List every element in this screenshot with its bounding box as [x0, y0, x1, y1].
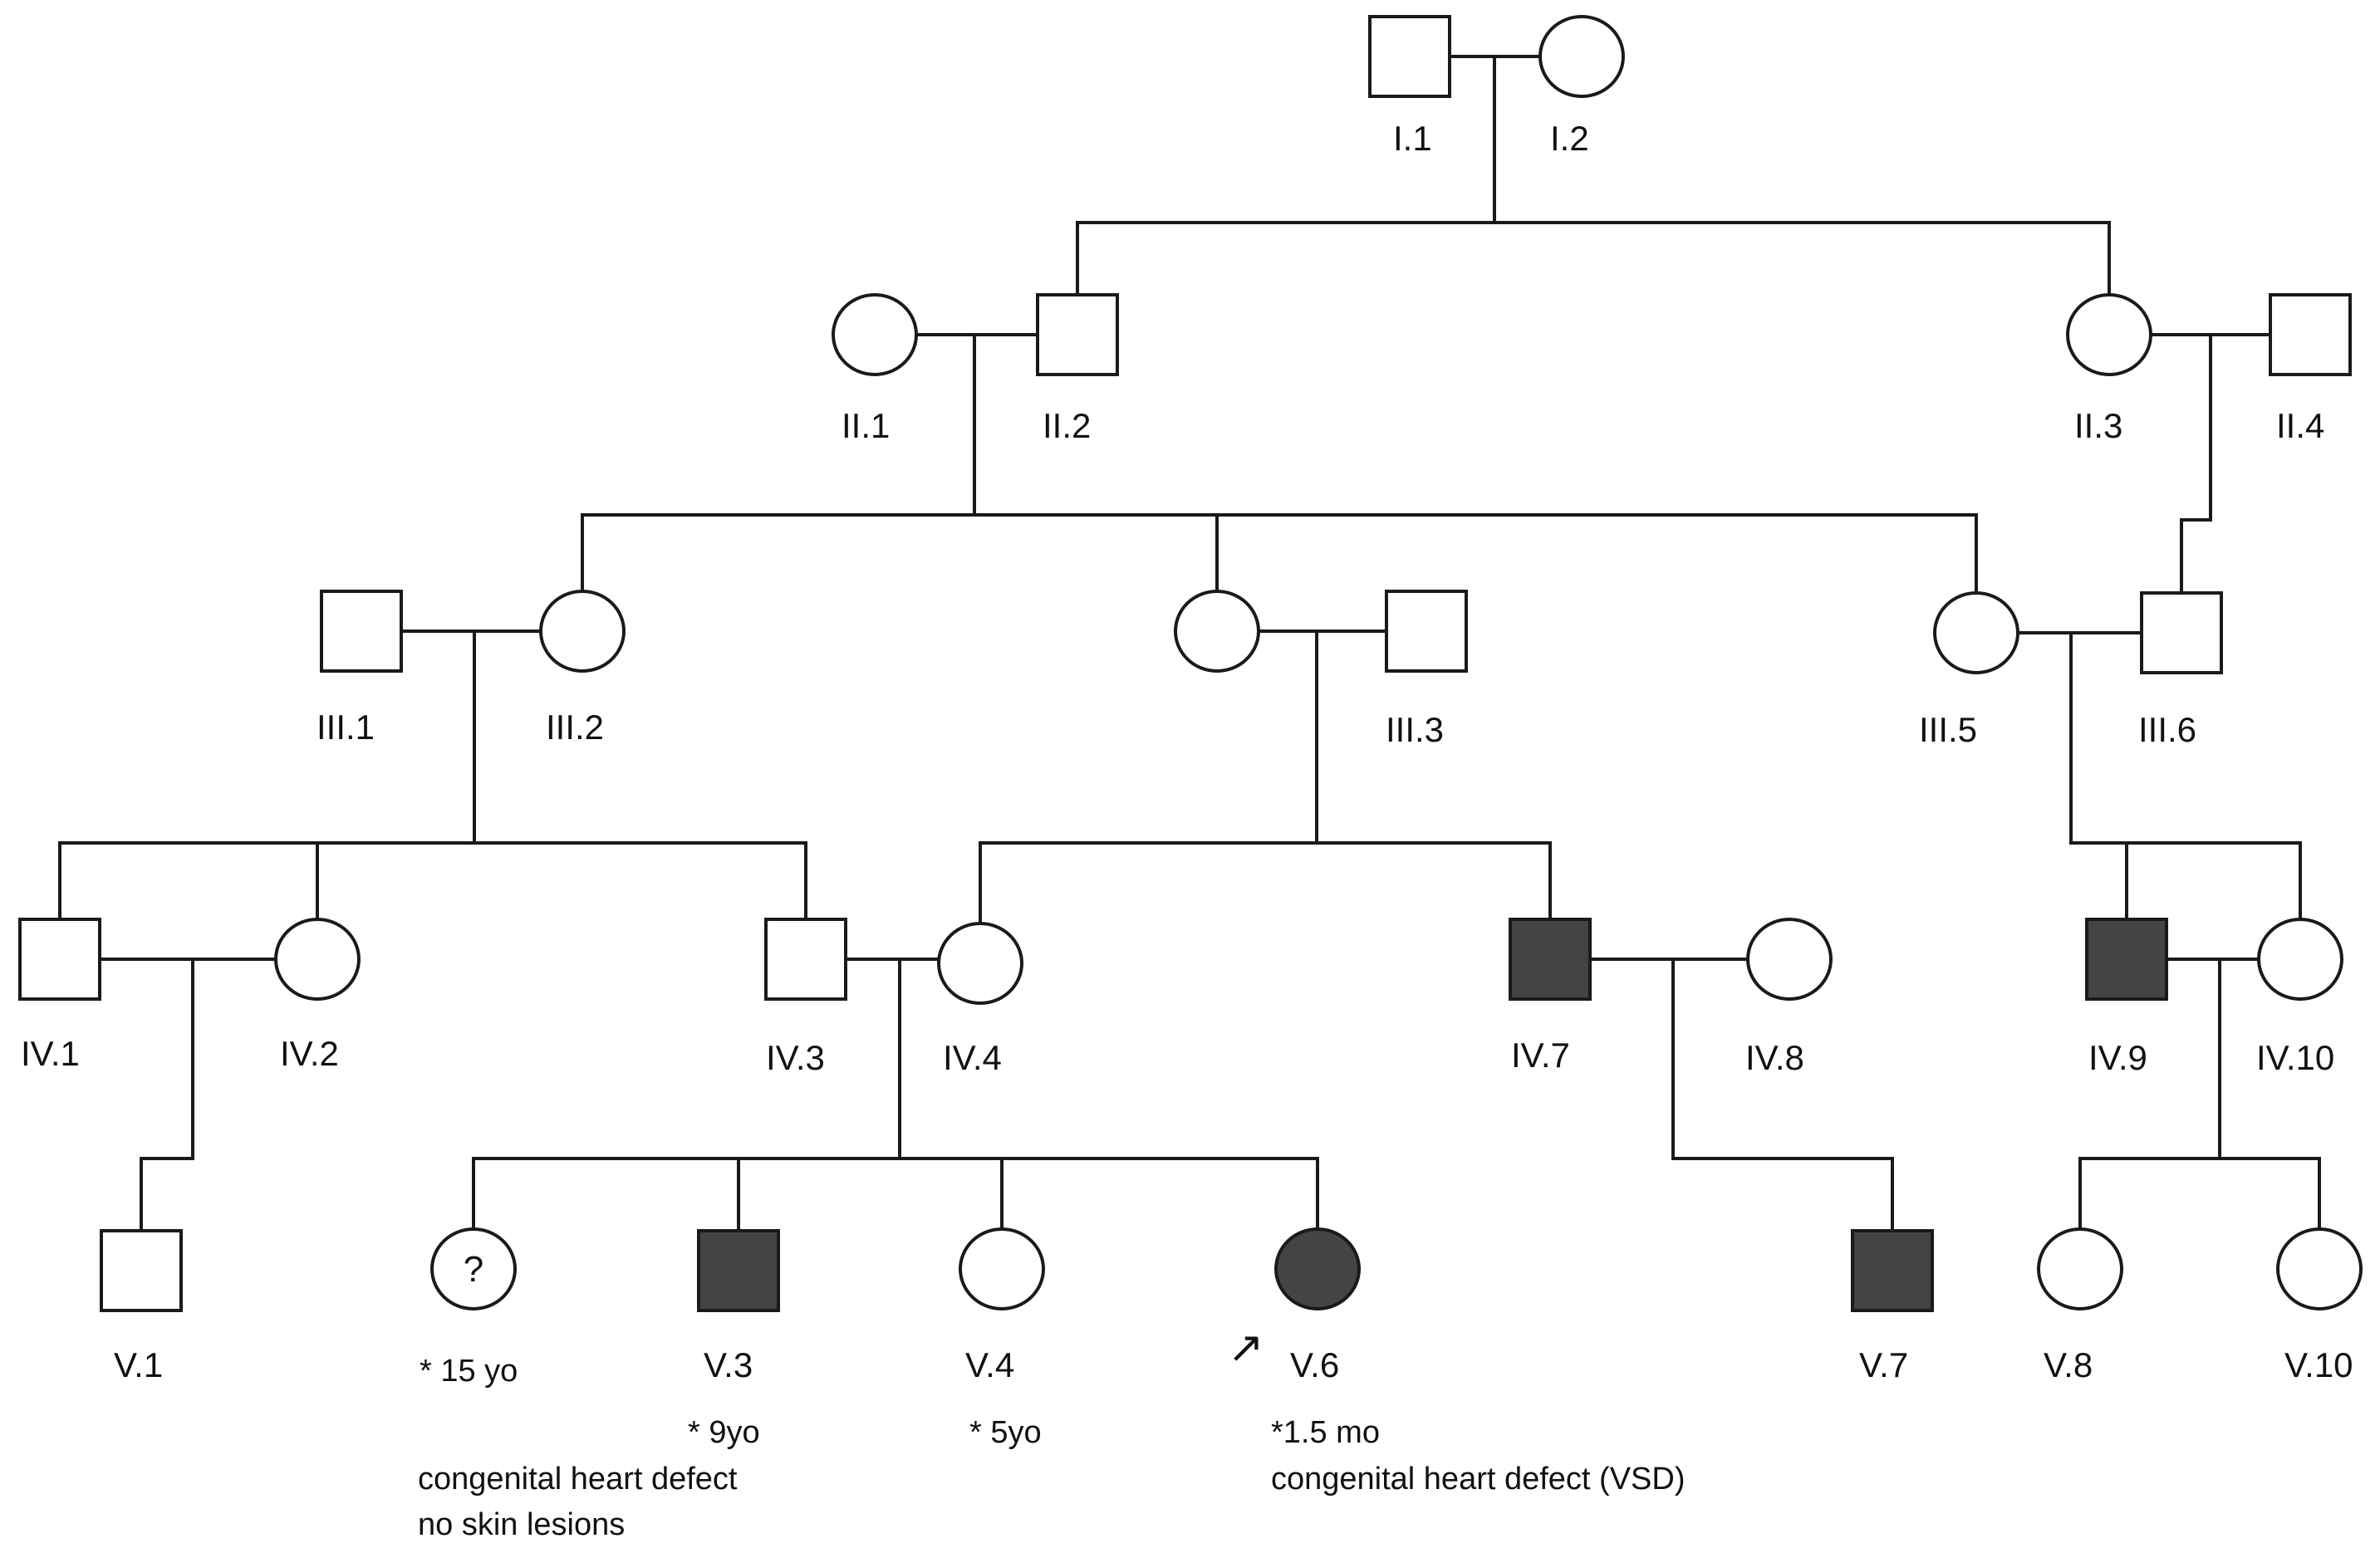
label-IV4: IV.4	[943, 1038, 1002, 1077]
individual-V6[interactable]	[1274, 1227, 1361, 1310]
female-circle-icon	[2037, 1227, 2123, 1310]
label-III5: III.5	[1919, 710, 1977, 749]
label-V4: V.4	[965, 1345, 1014, 1384]
individual-IV7[interactable]	[1509, 918, 1592, 1001]
label-III6: III.6	[2138, 710, 2196, 749]
individual-IV8[interactable]	[1746, 918, 1833, 1001]
individual-I1[interactable]	[1368, 15, 1451, 98]
annotation-V6-note: congenital heart defect (VSD)	[1271, 1462, 1686, 1497]
label-III1: III.1	[317, 708, 375, 747]
female-circle-icon	[2066, 293, 2152, 376]
individual-III5[interactable]	[1933, 591, 2019, 674]
individual-III1[interactable]	[320, 590, 403, 673]
female-circle-icon	[539, 590, 626, 673]
individual-IV9[interactable]	[2085, 918, 2168, 1001]
label-II2: II.2	[1043, 406, 1091, 445]
individual-III6[interactable]	[2140, 591, 2223, 674]
male-square-icon	[697, 1229, 780, 1312]
male-square-icon	[1851, 1229, 1934, 1312]
label-I1: I.1	[1393, 119, 1432, 158]
label-IV7: IV.7	[1511, 1036, 1570, 1075]
individual-V4[interactable]	[959, 1227, 1045, 1310]
individual-II4[interactable]	[2269, 293, 2352, 376]
individual-V2[interactable]: ?	[430, 1227, 517, 1310]
label-V10: V.10	[2284, 1345, 2353, 1384]
male-square-icon	[1385, 590, 1468, 673]
female-circle-icon	[1746, 918, 1833, 1001]
label-IV1: IV.1	[21, 1034, 80, 1073]
female-circle-icon	[1174, 590, 1260, 673]
label-IV10: IV.10	[2256, 1038, 2334, 1077]
annotation-V6-age: *1.5 mo	[1271, 1415, 1380, 1450]
individual-V10[interactable]	[2276, 1227, 2363, 1310]
label-IV2: IV.2	[280, 1034, 339, 1073]
female-circle-icon	[937, 922, 1023, 1005]
individual-IV4[interactable]	[937, 922, 1023, 1005]
male-square-icon	[2140, 591, 2223, 674]
label-V3: V.3	[704, 1345, 753, 1384]
individual-labels: I.1 I.2 II.1 II.2 II.3 II.4 III.1 III.2 …	[21, 119, 2353, 1384]
proband-arrow-icon: ↗	[1228, 1324, 1264, 1372]
female-circle-icon	[430, 1227, 517, 1310]
female-circle-icon	[1274, 1227, 1361, 1310]
male-square-icon	[2085, 918, 2168, 1001]
annotation-V3-note2: no skin lesions	[418, 1507, 625, 1542]
female-circle-icon	[832, 293, 918, 376]
individual-V3[interactable]	[697, 1229, 780, 1312]
label-I2: I.2	[1550, 119, 1589, 158]
label-IV8: IV.8	[1745, 1038, 1804, 1077]
label-V7: V.7	[1859, 1345, 1908, 1384]
individual-II1[interactable]	[832, 293, 918, 376]
female-circle-icon	[2257, 918, 2343, 1001]
label-II3: II.3	[2074, 406, 2122, 445]
male-square-icon	[18, 918, 101, 1001]
female-circle-icon	[2276, 1227, 2363, 1310]
individual-I2[interactable]	[1538, 15, 1625, 98]
label-IV9: IV.9	[2088, 1038, 2147, 1077]
label-IV3: IV.3	[766, 1038, 825, 1077]
unknown-status-mark: ?	[464, 1249, 483, 1290]
pedigree-lines	[58, 55, 2321, 1233]
label-III3: III.3	[1386, 710, 1444, 749]
pedigree-individuals: ?	[18, 15, 2363, 1312]
male-square-icon	[1368, 15, 1451, 98]
male-square-icon	[100, 1229, 183, 1312]
label-V1: V.1	[114, 1345, 163, 1384]
individual-IV10[interactable]	[2257, 918, 2343, 1001]
individual-III3[interactable]	[1385, 590, 1468, 673]
male-square-icon	[1509, 918, 1592, 1001]
individual-II3[interactable]	[2066, 293, 2152, 376]
individual-III-unlabeled[interactable]	[1174, 590, 1260, 673]
individual-IV3[interactable]	[764, 918, 847, 1001]
individual-II2[interactable]	[1036, 293, 1119, 376]
male-square-icon	[2269, 293, 2352, 376]
female-circle-icon	[959, 1227, 1045, 1310]
label-V6: V.6	[1290, 1345, 1339, 1384]
label-II4: II.4	[2276, 406, 2324, 445]
individual-V8[interactable]	[2037, 1227, 2123, 1310]
annotation-V4-age: * 5yo	[969, 1415, 1042, 1450]
individual-V1[interactable]	[100, 1229, 183, 1312]
female-circle-icon	[1933, 591, 2019, 674]
female-circle-icon	[1538, 15, 1625, 98]
male-square-icon	[320, 590, 403, 673]
annotation-V3-note1: congenital heart defect	[418, 1462, 738, 1497]
male-square-icon	[764, 918, 847, 1001]
female-circle-icon	[274, 918, 361, 1001]
individual-III2[interactable]	[539, 590, 626, 673]
individual-V7[interactable]	[1851, 1229, 1934, 1312]
male-square-icon	[1036, 293, 1119, 376]
label-III2: III.2	[546, 708, 604, 747]
annotation-V2-age: * 15 yo	[420, 1354, 518, 1389]
individual-IV2[interactable]	[274, 918, 361, 1001]
label-V8: V.8	[2044, 1345, 2093, 1384]
clinical-annotations: * 15 yo * 9yo congenital heart defect no…	[418, 1354, 1686, 1542]
individual-IV1[interactable]	[18, 918, 101, 1001]
annotation-V3-age: * 9yo	[688, 1415, 760, 1450]
label-II1: II.1	[842, 406, 890, 445]
